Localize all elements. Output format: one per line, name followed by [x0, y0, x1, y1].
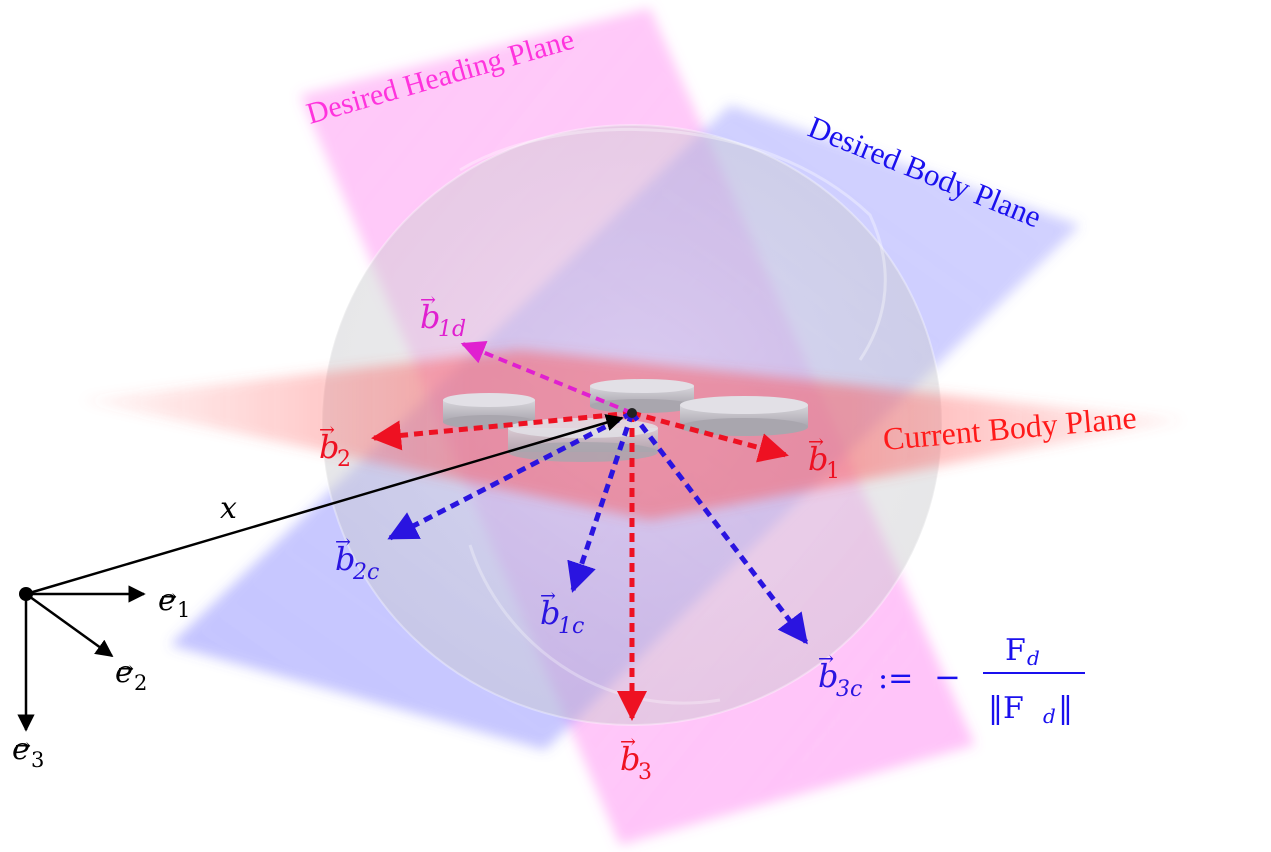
- b2c-label: → b 2c: [335, 531, 379, 585]
- b1c-label: → b 1c: [540, 585, 584, 639]
- svg-text:b: b: [808, 440, 828, 478]
- svg-text:→: →: [818, 648, 834, 670]
- svg-text:e: e: [12, 732, 30, 767]
- svg-text:→: →: [420, 289, 436, 311]
- e2-arrow: [25, 592, 114, 658]
- svg-text:b: b: [319, 428, 339, 466]
- svg-text:→: →: [118, 658, 134, 680]
- rotor-right: [680, 396, 808, 436]
- svg-text:1: 1: [177, 598, 190, 622]
- svg-text:→: →: [15, 735, 31, 757]
- e1-label: → e 1: [158, 583, 190, 622]
- b1d-label: → b 1d: [420, 289, 466, 342]
- svg-text:→: →: [620, 731, 636, 753]
- svg-text:2: 2: [337, 447, 351, 472]
- formula-denominator-close: ‖: [1058, 691, 1073, 726]
- formula-sign: −: [934, 658, 961, 696]
- formula-assign: :=: [878, 661, 913, 696]
- body-vectors: [371, 341, 808, 721]
- svg-text:3c: 3c: [836, 677, 862, 702]
- svg-text:b: b: [818, 657, 838, 695]
- svg-text:b: b: [620, 740, 640, 778]
- svg-text:e: e: [115, 655, 133, 690]
- svg-text:1: 1: [826, 459, 840, 484]
- inertial-origin: [19, 587, 33, 601]
- b2-arrow: [371, 410, 633, 451]
- svg-text:→: →: [540, 585, 556, 607]
- formula-numerator: F: [1005, 633, 1026, 668]
- b2c-arrow: [387, 410, 634, 541]
- e2-label: → e 2: [115, 655, 147, 695]
- svg-text:→: →: [319, 419, 335, 441]
- body-origin: [627, 408, 637, 418]
- b3c-label: → b 3c: [818, 648, 862, 702]
- formula-denominator: ‖F: [988, 691, 1024, 726]
- svg-text:3: 3: [638, 760, 652, 785]
- b1-arrow: [631, 410, 789, 463]
- svg-text:1d: 1d: [438, 317, 466, 342]
- svg-text:b: b: [335, 540, 355, 578]
- formula-denominator-sub: d: [1043, 704, 1056, 728]
- svg-text:2: 2: [134, 671, 147, 695]
- svg-text:2c: 2c: [352, 560, 379, 585]
- svg-text:→: →: [335, 531, 351, 553]
- svg-text:→: →: [808, 431, 824, 453]
- e3-label: → e 3: [12, 732, 44, 772]
- svg-text:3: 3: [31, 748, 44, 772]
- position-label: x: [220, 491, 237, 526]
- svg-text:b: b: [420, 298, 440, 336]
- svg-text:e: e: [158, 583, 176, 618]
- b3-label: → b 3: [620, 731, 652, 785]
- position-vector-x: [25, 414, 624, 596]
- svg-text:→: →: [161, 586, 177, 608]
- rotor-back: [590, 379, 694, 413]
- b3c-arrow: [630, 411, 808, 645]
- inertial-frame: [17, 414, 624, 732]
- formula-numerator-sub: d: [1027, 646, 1040, 670]
- rotor-front: [508, 418, 658, 462]
- b1c-arrow: [567, 412, 635, 593]
- b3c-formula: := − F d ‖F d ‖: [878, 633, 1085, 728]
- b2-label: → b 2: [319, 419, 351, 472]
- svg-text:1c: 1c: [558, 614, 584, 639]
- b1-label: → b 1: [808, 431, 840, 484]
- b1d-arrow: [460, 341, 633, 415]
- svg-text:b: b: [540, 594, 560, 632]
